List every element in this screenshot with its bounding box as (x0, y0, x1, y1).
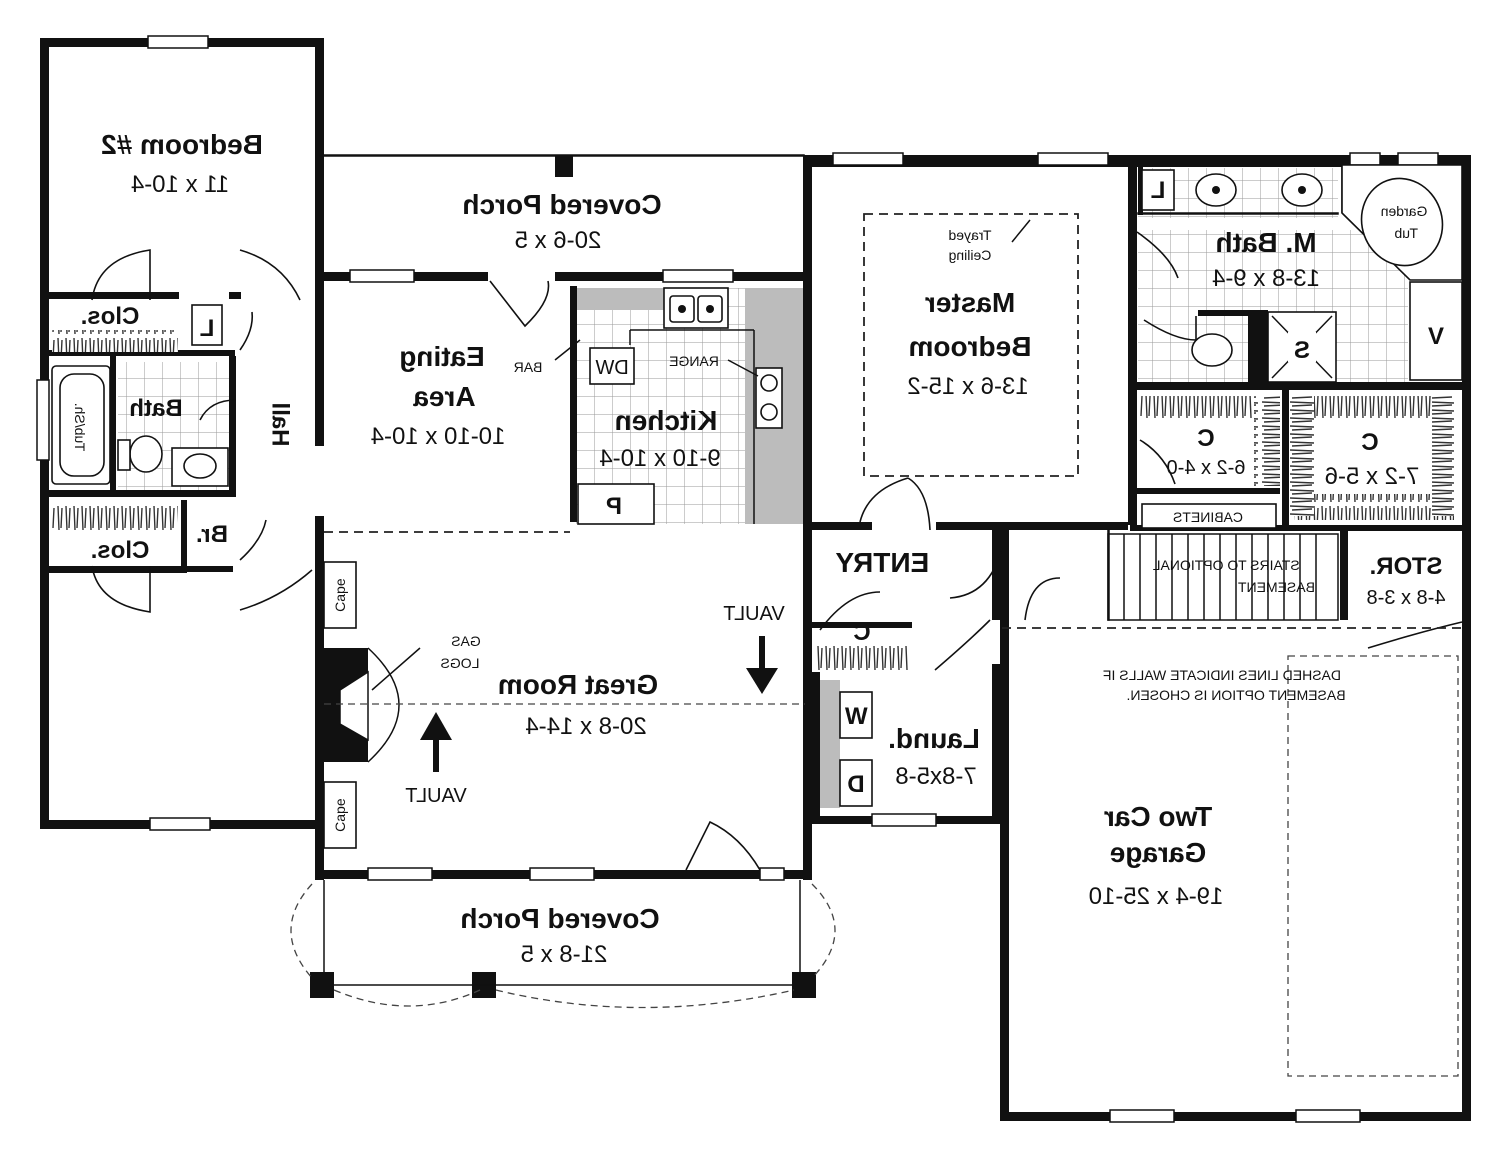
cabinets-label: CABINETS (1173, 509, 1243, 525)
windows (36, 35, 1439, 1123)
linen-l1-label: L (200, 315, 215, 342)
doors (91, 231, 1463, 871)
rear-porch-name: Covered Porch (462, 189, 661, 220)
closet-c2-name: C (1361, 429, 1378, 456)
fireplace (318, 647, 400, 763)
range-label: RANGE (669, 353, 719, 369)
stair-treads (1123, 534, 1317, 620)
hall-label: Hall (267, 402, 294, 446)
garage-dim: 19-4 x 25-10 (1089, 883, 1224, 910)
great-room-dim: 20-8 x 14-4 (525, 713, 646, 740)
bedroom2-dim: 11 x 10-4 (131, 171, 229, 198)
cape-upper-label: Cape (332, 578, 348, 612)
stairs-line1: STAIRS TO OPTIONAL (1152, 557, 1299, 573)
garage-line2: Garage (1110, 837, 1207, 868)
vault-lower-label: VAULT (405, 785, 467, 807)
rear-porch-dim: 20-6 x 5 (515, 227, 602, 254)
stor-dim: 4-8 x 3-8 (1367, 587, 1446, 609)
closet-lower-name: Clos. (91, 537, 150, 564)
room-labels: Bedroom #2 11 x 10-4 Covered Porch 20-6 … (72, 129, 1445, 968)
master-bedroom-dim: 13-6 x 15-2 (907, 373, 1028, 400)
master-bedroom-line2: Bedroom (909, 331, 1032, 362)
leaders (371, 219, 1031, 772)
laundry-name: Laund. (888, 723, 980, 754)
washer-label: W (845, 703, 868, 730)
tray-ceiling-line1: Trayed (948, 227, 991, 243)
garden-tub-line1: Garden (1381, 203, 1428, 219)
front-porch-name: Covered Porch (460, 903, 659, 934)
great-room-name: Great Room (498, 669, 658, 700)
dashed-lines (290, 213, 1462, 1077)
bar-label: BAR (514, 359, 543, 375)
master-bath-dim: 13-8 x 9-4 (1212, 265, 1320, 292)
kitchen-name: Kitchen (615, 405, 718, 436)
closet-c1-dim: 6-2 x 4-0 (1167, 457, 1246, 479)
tray-ceiling-line2: Ceiling (949, 247, 992, 263)
linen-name: Br. (196, 521, 228, 548)
fixtures (51, 164, 1463, 849)
entry-name: ENTRY (835, 547, 929, 578)
cape-lower-label: Cape (332, 798, 348, 832)
entry-closet-name: C (853, 619, 870, 646)
stairs-line2: BASEMENT (1237, 579, 1314, 595)
eating-area-line2: Area (413, 381, 476, 412)
closet-c2-dim: 7-2 x 5-6 (1325, 463, 1420, 490)
master-bath-name: M. Bath (1215, 227, 1316, 258)
vault-upper-label: VAULT (723, 603, 785, 625)
master-bedroom-line1: Master (925, 287, 1015, 318)
pantry-label: P (606, 493, 622, 520)
closet-c1-name: C (1197, 425, 1214, 452)
dw-label: DW (595, 357, 628, 379)
eating-area-dim: 10-10 x 10-4 (371, 423, 506, 450)
stor-name: STOR. (1370, 553, 1443, 580)
gas-line2: LOGS (441, 655, 480, 671)
tub-label: Tub/Sh. (72, 403, 88, 452)
dashed-note-line1: DASHED LINES INDICATE WALLS IF (1103, 667, 1341, 683)
bedroom2-name: Bedroom #2 (101, 129, 263, 160)
gas-line1: GAS (451, 633, 481, 649)
shower-label: S (1294, 337, 1310, 364)
master-l-label: L (1151, 177, 1166, 204)
front-porch-dim: 21-8 x 5 (521, 941, 608, 968)
bath-name: Bath (129, 395, 182, 422)
laundry-dim: 7-8x5-8 (895, 763, 976, 790)
closet-upper-name: Clos. (81, 303, 140, 330)
garage-line1: Two Car (1104, 801, 1212, 832)
small-labels: BAR DW RANGE P L L S V CABINETS STAIRS T… (200, 177, 1444, 832)
kitchen-dim: 9-10 x 10-4 (599, 445, 720, 472)
eating-area-line1: Eating (399, 341, 485, 372)
dryer-label: D (847, 771, 864, 798)
garden-tub-line2: Tub (1394, 225, 1418, 241)
vanity-label: V (1428, 323, 1444, 350)
dashed-note-line2: BASEMENT OPTION IS CHOSEN. (1126, 687, 1345, 703)
